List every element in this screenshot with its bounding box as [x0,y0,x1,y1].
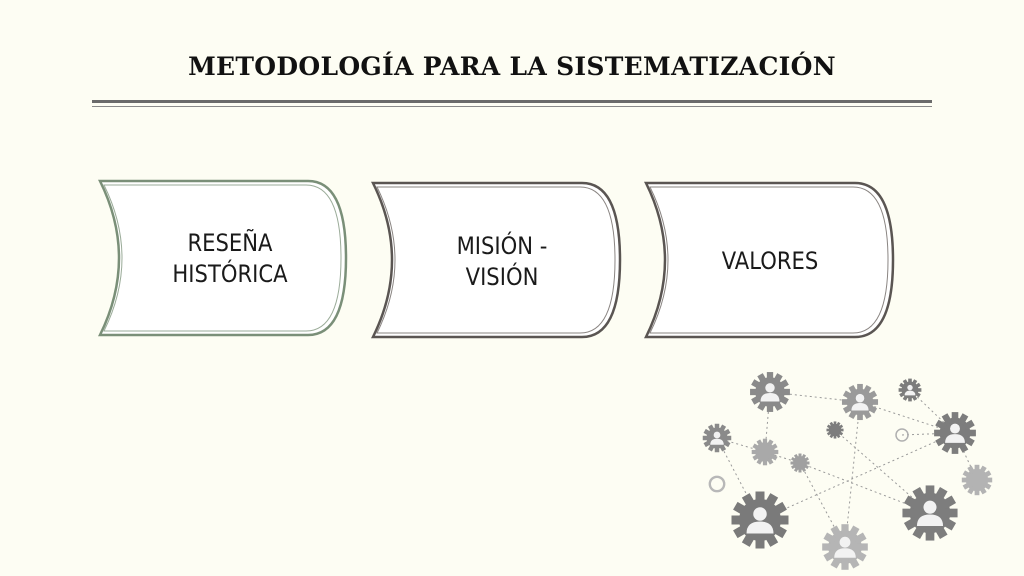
gear-icon [895,428,909,442]
step-label-line: MISIÓN - [456,232,548,260]
gear-icon [841,383,879,421]
step-label-line: RESEÑA [187,229,273,257]
gear-icon [731,491,789,549]
step-shape-mision-vision [370,181,622,339]
gear-icon [790,453,810,473]
step-label-line: HISTÓRICA [172,260,288,288]
gear-network-illustration [702,372,993,570]
step-shape-resena-historica [97,179,348,337]
step-label-resena-historica: RESEÑA HISTÓRICA [151,228,309,290]
title-divider-thick [92,100,932,103]
step-shape-valores [643,181,895,339]
gear-icon [750,372,790,412]
gear-icon [822,524,868,570]
gear-icon [751,438,779,466]
gear-icon [902,485,958,541]
step-label-line: VALORES [721,247,819,275]
gear-icon [702,423,732,453]
title-divider-thin [92,106,932,107]
gear-icon [708,475,726,493]
step-label-valores: VALORES [691,246,849,277]
gear-icon [961,464,993,496]
step-label-line: VISIÓN [465,263,539,291]
gear-icon [826,421,844,439]
step-label-mision-vision: MISIÓN - VISIÓN [423,231,581,293]
page-title: METODOLOGÍA PARA LA SISTEMATIZACIÓN [188,52,836,81]
